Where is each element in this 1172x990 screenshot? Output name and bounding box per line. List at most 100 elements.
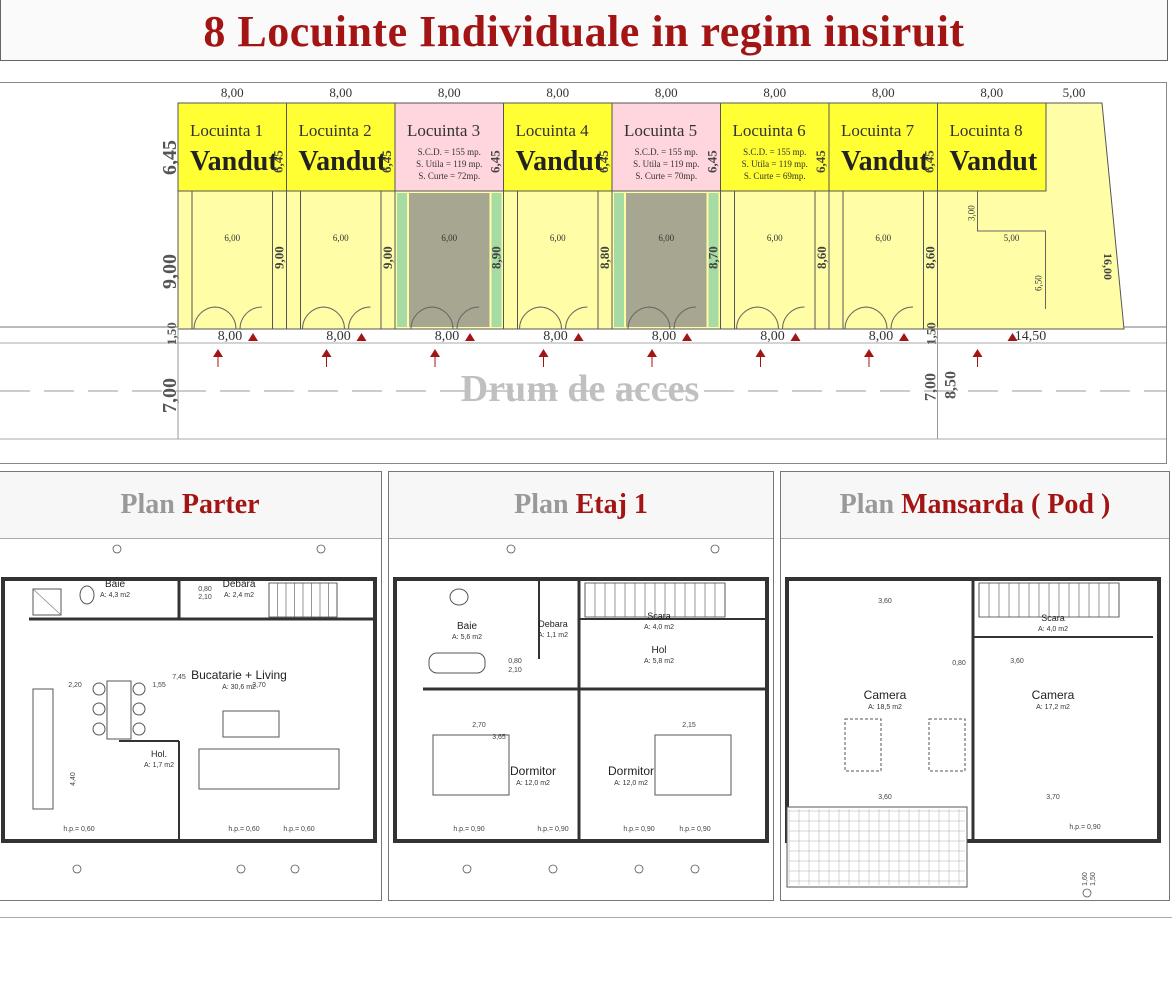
lot-name: Locuinta 3 (407, 121, 480, 140)
lot-status: Vandut (299, 146, 387, 177)
dimension-label: h.p.= 0,90 (679, 826, 710, 833)
dimension-label: 1,50 (1090, 872, 1097, 886)
shower-diagonal (32, 588, 62, 616)
room-area: A: 18,5 m2 (868, 704, 902, 711)
lot-green-strip (614, 193, 624, 327)
entry-arrow (790, 333, 801, 341)
lot-width-dim: 8,00 (329, 85, 352, 100)
sofa (198, 748, 340, 790)
axis-marker (112, 544, 122, 554)
roof-window (844, 718, 882, 772)
dimension-label: h.p.= 0,90 (1069, 824, 1100, 831)
lot-yard-depth: 9,00 (272, 246, 287, 269)
room-area: A: 1,7 m2 (144, 762, 174, 769)
lot-yard-depth: 8,80 (597, 246, 612, 269)
lot-inner-width: 6,00 (875, 233, 891, 243)
lot-yard-depth: 8,60 (814, 246, 829, 269)
plan-etaj-title: Plan Etaj 1 (389, 472, 773, 539)
room-name: Camera (864, 688, 907, 702)
lot8-inner-d: 6,50 (1034, 275, 1044, 291)
exterior-wall (393, 577, 769, 843)
room-area: A: 1,1 m2 (538, 632, 568, 639)
lot-name: Locuinta 6 (733, 121, 806, 140)
lot-detail: S. Utila = 119 mp. (416, 159, 482, 169)
room-area: A: 5,6 m2 (452, 634, 482, 641)
room-name: Dormitor (510, 764, 556, 778)
lot-yard (720, 190, 830, 330)
road-width-right: 7,00 (923, 373, 940, 401)
dimension-label: 2,10 (198, 594, 212, 601)
lot-name: Locuinta 8 (950, 121, 1023, 140)
dimension-label: 2,70 (472, 722, 486, 729)
lot-detail: S.C.D. = 155 mp. (743, 147, 806, 157)
lot-width-dim: 8,00 (546, 85, 569, 100)
entry-arrow (465, 333, 475, 341)
lot-name: Locuinta 4 (516, 121, 590, 140)
entry-arrow (356, 333, 367, 341)
stair-outline (584, 582, 726, 618)
room-name: Scara (647, 611, 671, 621)
dimension-label: 3,65 (492, 734, 506, 741)
lot-inner-width: 6,00 (658, 233, 674, 243)
lot-detail: S.C.D. = 155 mp. (418, 147, 481, 157)
gate-arc (348, 306, 371, 330)
balcony-area (786, 806, 968, 888)
dimension-label: 2,20 (68, 682, 82, 689)
room-name: Baie (105, 579, 125, 590)
gate-arc (782, 306, 805, 330)
dimension-label: 4,40 (70, 772, 77, 786)
dimension-label: 0,80 (952, 660, 966, 667)
dimension-label: 3,70 (1046, 794, 1060, 801)
room-area: A: 4,0 m2 (1038, 626, 1068, 633)
axis-marker (548, 864, 558, 874)
side-depth-dim: 16,00 (1101, 253, 1115, 280)
lot-bottom-width: 8,00 (218, 329, 243, 344)
lot-yard-depth: 9,00 (380, 246, 395, 269)
dimension-label: h.p.= 0,60 (63, 826, 94, 833)
plan-title-red: Etaj 1 (575, 489, 648, 520)
lot-name: Locuinta 2 (299, 121, 372, 140)
entry-arrow (1007, 333, 1018, 341)
lot-yard-depth: 8,90 (489, 246, 504, 269)
lot-bottom-width: 8,00 (326, 329, 351, 344)
lot-front-depth: 6,45 (271, 150, 286, 173)
plan-title-grey: Plan (120, 489, 175, 520)
axis-marker (236, 864, 246, 874)
gate-arc (627, 306, 651, 330)
shower-tray (32, 588, 62, 616)
chair (132, 702, 146, 716)
room-area: A: 4,0 m2 (644, 624, 674, 631)
room-area: A: 2,4 m2 (224, 592, 254, 599)
entry-arrow (972, 349, 983, 357)
chair (92, 682, 106, 696)
lot-status: Vandut (950, 146, 1038, 177)
gate-arc (213, 306, 237, 330)
entry-arrow (430, 349, 440, 357)
dining-table (106, 680, 132, 740)
lot-front-depth: 6,45 (922, 150, 937, 173)
lot-green-strip (491, 193, 502, 327)
lot-width-dim: 8,00 (872, 85, 895, 100)
bottom-width-last: 14,50 (1015, 329, 1047, 344)
dimension-label: 0,80 (508, 658, 522, 665)
lot-front-depth: 6,45 (705, 150, 720, 173)
lot-inner-width: 6,00 (767, 233, 783, 243)
room-area: A: 12,0 m2 (614, 780, 648, 787)
gate-arc (565, 306, 588, 330)
sink-fixture (449, 588, 469, 606)
lot-bottom-width: 8,00 (652, 329, 677, 344)
room-area: A: 5,8 m2 (644, 658, 674, 665)
lot-front-depth: 6,45 (813, 150, 828, 173)
lot-house-box (394, 102, 504, 192)
lot-detail: S. Utila = 119 mp. (633, 159, 699, 169)
plan-title-red: Mansarda ( Pod ) (901, 489, 1111, 520)
lot-house-box (720, 102, 830, 192)
entry-arrow (682, 333, 692, 341)
lot-green-strip (397, 193, 407, 327)
gate-arc (193, 306, 217, 330)
lot-width-dim: 8,00 (438, 85, 461, 100)
